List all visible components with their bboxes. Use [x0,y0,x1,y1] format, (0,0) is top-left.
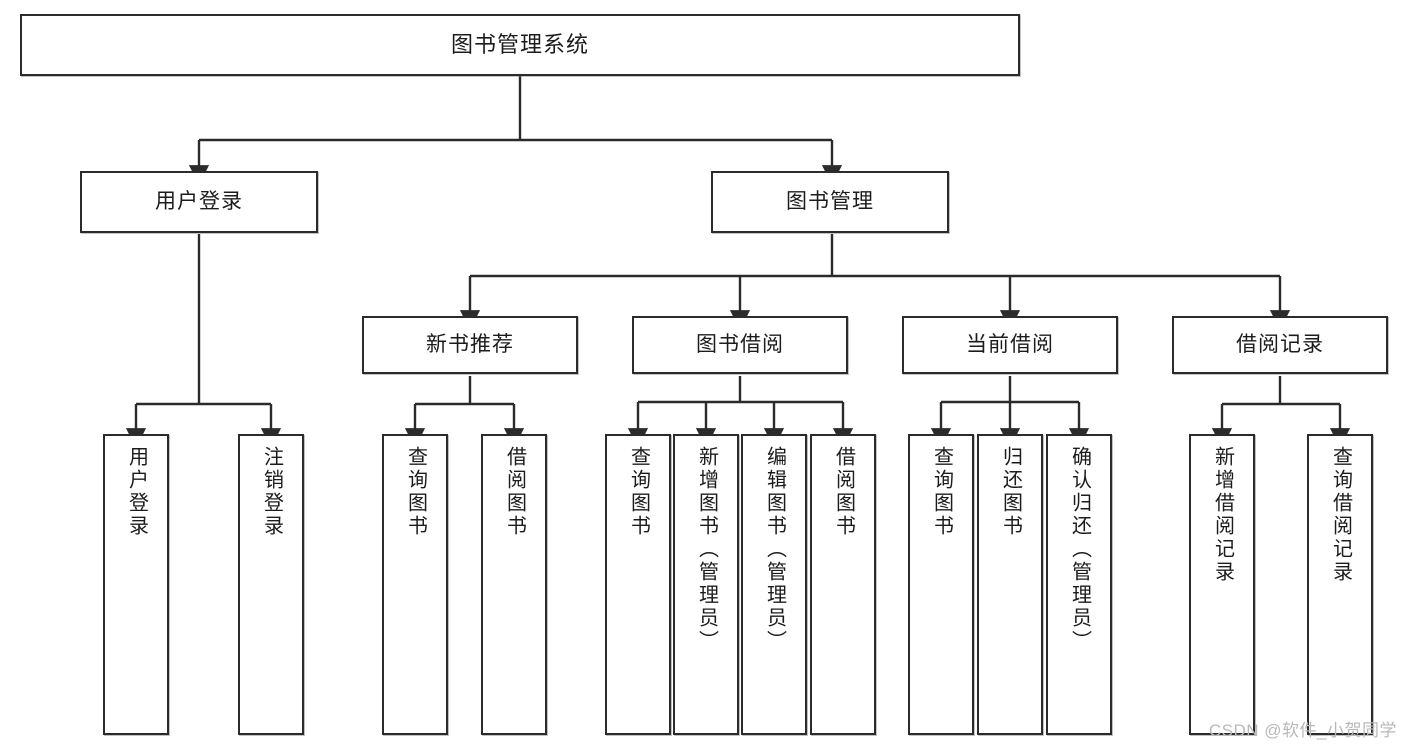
leaf-label: 借阅图书 [503,446,526,538]
leaf-label: 查询图书 [627,446,650,538]
watermark-text: CSDN @软件_小贺同学 [1208,721,1397,740]
leaf-return-book[interactable]: 归还图书 [977,434,1043,735]
node-label: 借阅记录 [1236,332,1324,356]
leaf-label: 注销登录 [260,446,283,538]
node-label: 用户登录 [155,189,243,213]
leaf-query-borrow-record[interactable]: 查询借阅记录 [1307,434,1373,735]
node-label: 当前借阅 [966,332,1054,356]
node-new-book-recommend[interactable]: 新书推荐 [362,316,578,374]
leaf-label: 新增图书（管理员） [695,446,718,653]
leaf-add-book-admin[interactable]: 新增图书（管理员） [673,434,739,735]
node-book-management[interactable]: 图书管理 [711,171,949,233]
leaf-user-login[interactable]: 用户登录 [103,434,169,735]
node-root-book-management-system[interactable]: 图书管理系统 [20,14,1020,76]
node-label: 图书借阅 [696,332,784,356]
node-book-borrow[interactable]: 图书借阅 [632,316,848,374]
node-borrow-record[interactable]: 借阅记录 [1172,316,1388,374]
leaf-confirm-return-admin[interactable]: 确认归还（管理员） [1046,434,1112,735]
node-user-login[interactable]: 用户登录 [80,171,318,233]
node-label: 图书管理 [786,189,874,213]
leaf-query-book-borrow[interactable]: 查询图书 [605,434,671,735]
leaf-label: 确认归还（管理员） [1068,446,1091,653]
leaf-label: 新增借阅记录 [1211,446,1234,584]
node-label: 新书推荐 [426,332,514,356]
leaf-label: 查询图书 [404,446,427,538]
leaf-borrow-book-recommend[interactable]: 借阅图书 [481,434,547,735]
leaf-logout[interactable]: 注销登录 [238,434,304,735]
leaf-edit-book-admin[interactable]: 编辑图书（管理员） [741,434,807,735]
leaf-label: 归还图书 [999,446,1022,538]
leaf-label: 查询借阅记录 [1329,446,1352,584]
leaf-add-borrow-record[interactable]: 新增借阅记录 [1189,434,1255,735]
leaf-label: 借阅图书 [832,446,855,538]
node-current-borrow[interactable]: 当前借阅 [902,316,1118,374]
leaf-label: 编辑图书（管理员） [763,446,786,653]
node-label: 图书管理系统 [450,32,589,58]
leaf-query-book-recommend[interactable]: 查询图书 [382,434,448,735]
leaf-label: 用户登录 [125,446,148,538]
leaf-borrow-book[interactable]: 借阅图书 [810,434,876,735]
leaf-label: 查询图书 [930,446,953,538]
leaf-query-book-current[interactable]: 查询图书 [908,434,974,735]
